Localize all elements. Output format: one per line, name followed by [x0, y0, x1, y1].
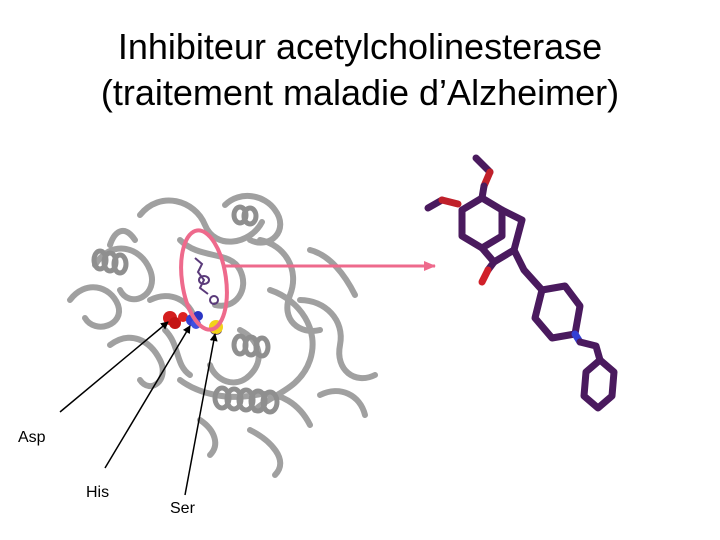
donepezil-molecule-icon [424, 154, 618, 412]
protein-ribbon-icon [67, 192, 378, 478]
ser-label: Ser [170, 500, 196, 517]
his-label: His [86, 484, 109, 501]
title-line-1: Inhibiteur acetylcholinesterase [117, 26, 603, 67]
title-line-2: (traitement maladie d’Alzheimer) [100, 72, 620, 113]
active-site-highlight [179, 228, 229, 332]
ser-pointer-line [184, 333, 218, 496]
asp-pointer-line [59, 321, 169, 413]
his-pointer-line [104, 325, 191, 469]
alpha-helix-icon [91, 204, 280, 415]
slide-title: Inhibiteur acetylcholinesterase (traitem… [0, 24, 720, 116]
asp-label: Asp [18, 429, 46, 446]
